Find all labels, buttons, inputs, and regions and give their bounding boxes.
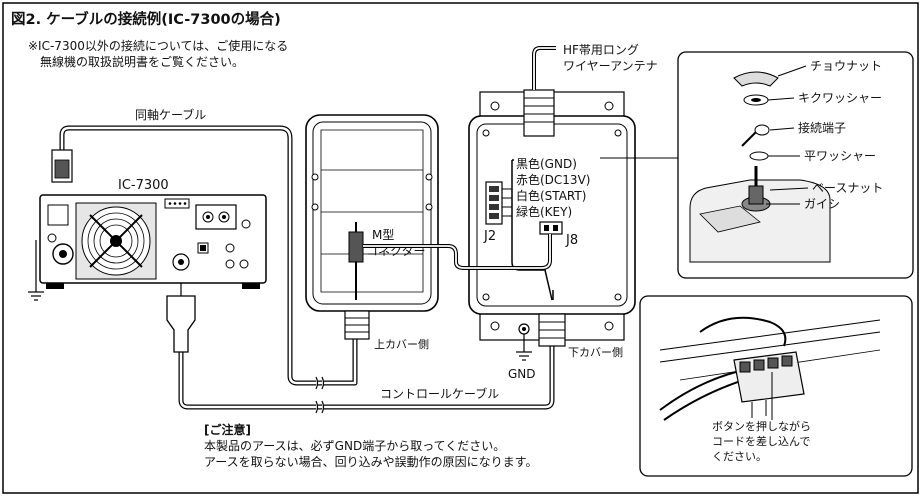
hardware-2: 接続端子 [798,120,846,135]
terminal-detail-box [639,295,913,477]
j8-connector [539,221,563,235]
hardware-detail-box [677,51,914,279]
upper-cover-side-label: 上カバー側 [374,338,429,351]
wire-color-3: 緑色(KEY) [516,204,572,219]
hardware-5: ガイシ [804,197,840,211]
tuner-lower-case [468,89,636,347]
coax-plug-knurl [54,159,70,179]
figure-title: 図2. ケーブルの接続例(IC-7300の場合) [11,10,281,28]
control-cable-label: コントロールケーブル [380,386,499,401]
hardware-0: チョウナット [810,59,882,73]
button-note-2: ください。 [712,450,767,463]
control-cable-plug [166,295,196,353]
wire-color-1: 赤色(DC13V) [516,173,590,187]
coax-cable [59,125,358,386]
hardware-3: 平ワッシャー [804,149,876,163]
control-cable [178,345,555,410]
antenna-label-1: HF帯用ロング [563,43,639,57]
radio-model-label: IC-7300 [118,178,169,193]
button-note-1: コードを差し込んで [712,434,810,448]
outer-border [2,2,919,494]
caution-line-1: 本製品のアースは、必ずGND端子から取ってください。 [204,439,505,453]
note-line-1: ※IC-7300以外の接続については、ご使用になる [28,38,288,53]
antenna-label-2: ワイヤーアンテナ [563,59,658,73]
wire-color-0: 黒色(GND) [516,157,577,171]
m-connector-label-1: M型 [372,228,394,242]
j8-label: J8 [565,233,578,248]
note-line-2: 無線機の取扱説明書をご覧ください。 [40,54,244,69]
cable-break-marks [315,376,325,414]
button-note-0: ボタンを押しながら [712,419,811,433]
lower-cover-side-label: 下カバー側 [568,346,623,359]
j2-label: J2 [483,229,496,244]
tuner-upper-cover [305,114,439,340]
wire-color-2: 白色(START) [516,188,586,203]
radio-rear-panel [39,194,267,289]
caution-line-2: アースを取らない場合、回り込みや誤動作の原因になります。 [204,454,537,469]
caution-heading: [ご注意] [204,422,251,437]
hardware-4: ベースナット [812,181,883,195]
tuner-ground-symbol [516,334,532,361]
coax-cable-label: 同軸ケーブル [135,107,206,122]
antenna-wire [532,46,556,90]
hardware-1: キクワッシャー [798,91,882,105]
radio-ground-symbol [28,240,44,301]
gnd-label: GND [508,367,536,381]
